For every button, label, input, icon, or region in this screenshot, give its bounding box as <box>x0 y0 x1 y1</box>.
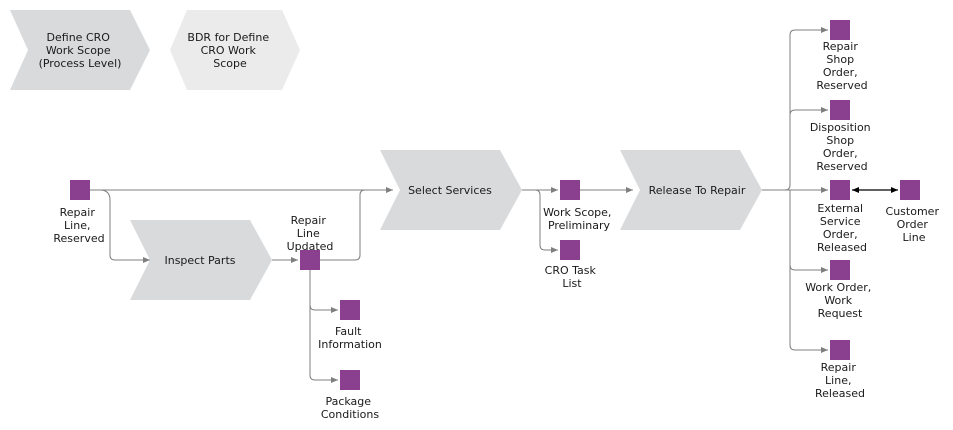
package-conditions-label: Package Conditions <box>321 395 379 421</box>
repair-line-updated-label: Repair Line Updated <box>287 214 334 253</box>
repair-line-reserved-label: Repair Line, Reserved <box>53 206 104 245</box>
connectors <box>90 27 898 383</box>
release-to-repair-label: Release To Repair <box>649 184 746 197</box>
fault-information-label: Fault Information <box>318 325 382 351</box>
repair-line-reserved-object[interactable]: Repair Line, Reserved <box>53 180 105 245</box>
fault-information-object[interactable]: Fault Information <box>318 300 382 351</box>
cro-task-list-label: CRO Task List <box>545 264 600 290</box>
define-cro-process-shape[interactable]: Define CRO Work Scope (Process Level) <box>10 10 150 90</box>
customer-order-line-label: Customer Order Line <box>886 205 943 244</box>
cro-task-list-object[interactable]: CRO Task List <box>545 240 600 290</box>
bdr-label: BDR for Define CRO Work Scope <box>187 31 272 70</box>
disposition-shop-order-reserved-object[interactable]: Disposition Shop Order, Reserved <box>810 100 874 173</box>
repair-line-released-label: Repair Line, Released <box>815 361 865 400</box>
external-service-order-released-label: External Service Order, Released <box>817 202 867 254</box>
customer-order-line-object[interactable]: Customer Order Line <box>886 180 943 244</box>
bdr-process-shape[interactable]: BDR for Define CRO Work Scope <box>170 10 300 90</box>
work-order-work-request-label: Work Order, Work Request <box>805 281 875 320</box>
release-to-repair-process[interactable]: Release To Repair <box>620 150 762 230</box>
inspect-parts-process[interactable]: Inspect Parts <box>130 220 272 300</box>
repair-line-updated-object[interactable]: Repair Line Updated <box>287 214 334 270</box>
define-cro-label: Define CRO Work Scope (Process Level) <box>39 31 122 70</box>
repair-shop-order-reserved-label: Repair Shop Order, Reserved <box>816 40 867 92</box>
work-scope-preliminary-label: Work Scope, Preliminary <box>543 206 615 232</box>
disposition-shop-order-reserved-label: Disposition Shop Order, Reserved <box>810 121 874 173</box>
select-services-process[interactable]: Select Services <box>380 150 522 230</box>
select-services-label: Select Services <box>408 184 492 197</box>
work-order-work-request-object[interactable]: Work Order, Work Request <box>805 260 875 320</box>
repair-shop-order-reserved-object[interactable]: Repair Shop Order, Reserved <box>816 20 868 92</box>
inspect-parts-label: Inspect Parts <box>164 254 235 267</box>
work-scope-preliminary-object[interactable]: Work Scope, Preliminary <box>543 180 615 232</box>
repair-line-released-object[interactable]: Repair Line, Released <box>815 340 865 400</box>
external-service-order-released-object[interactable]: External Service Order, Released <box>817 180 867 254</box>
package-conditions-object[interactable]: Package Conditions <box>321 370 379 421</box>
